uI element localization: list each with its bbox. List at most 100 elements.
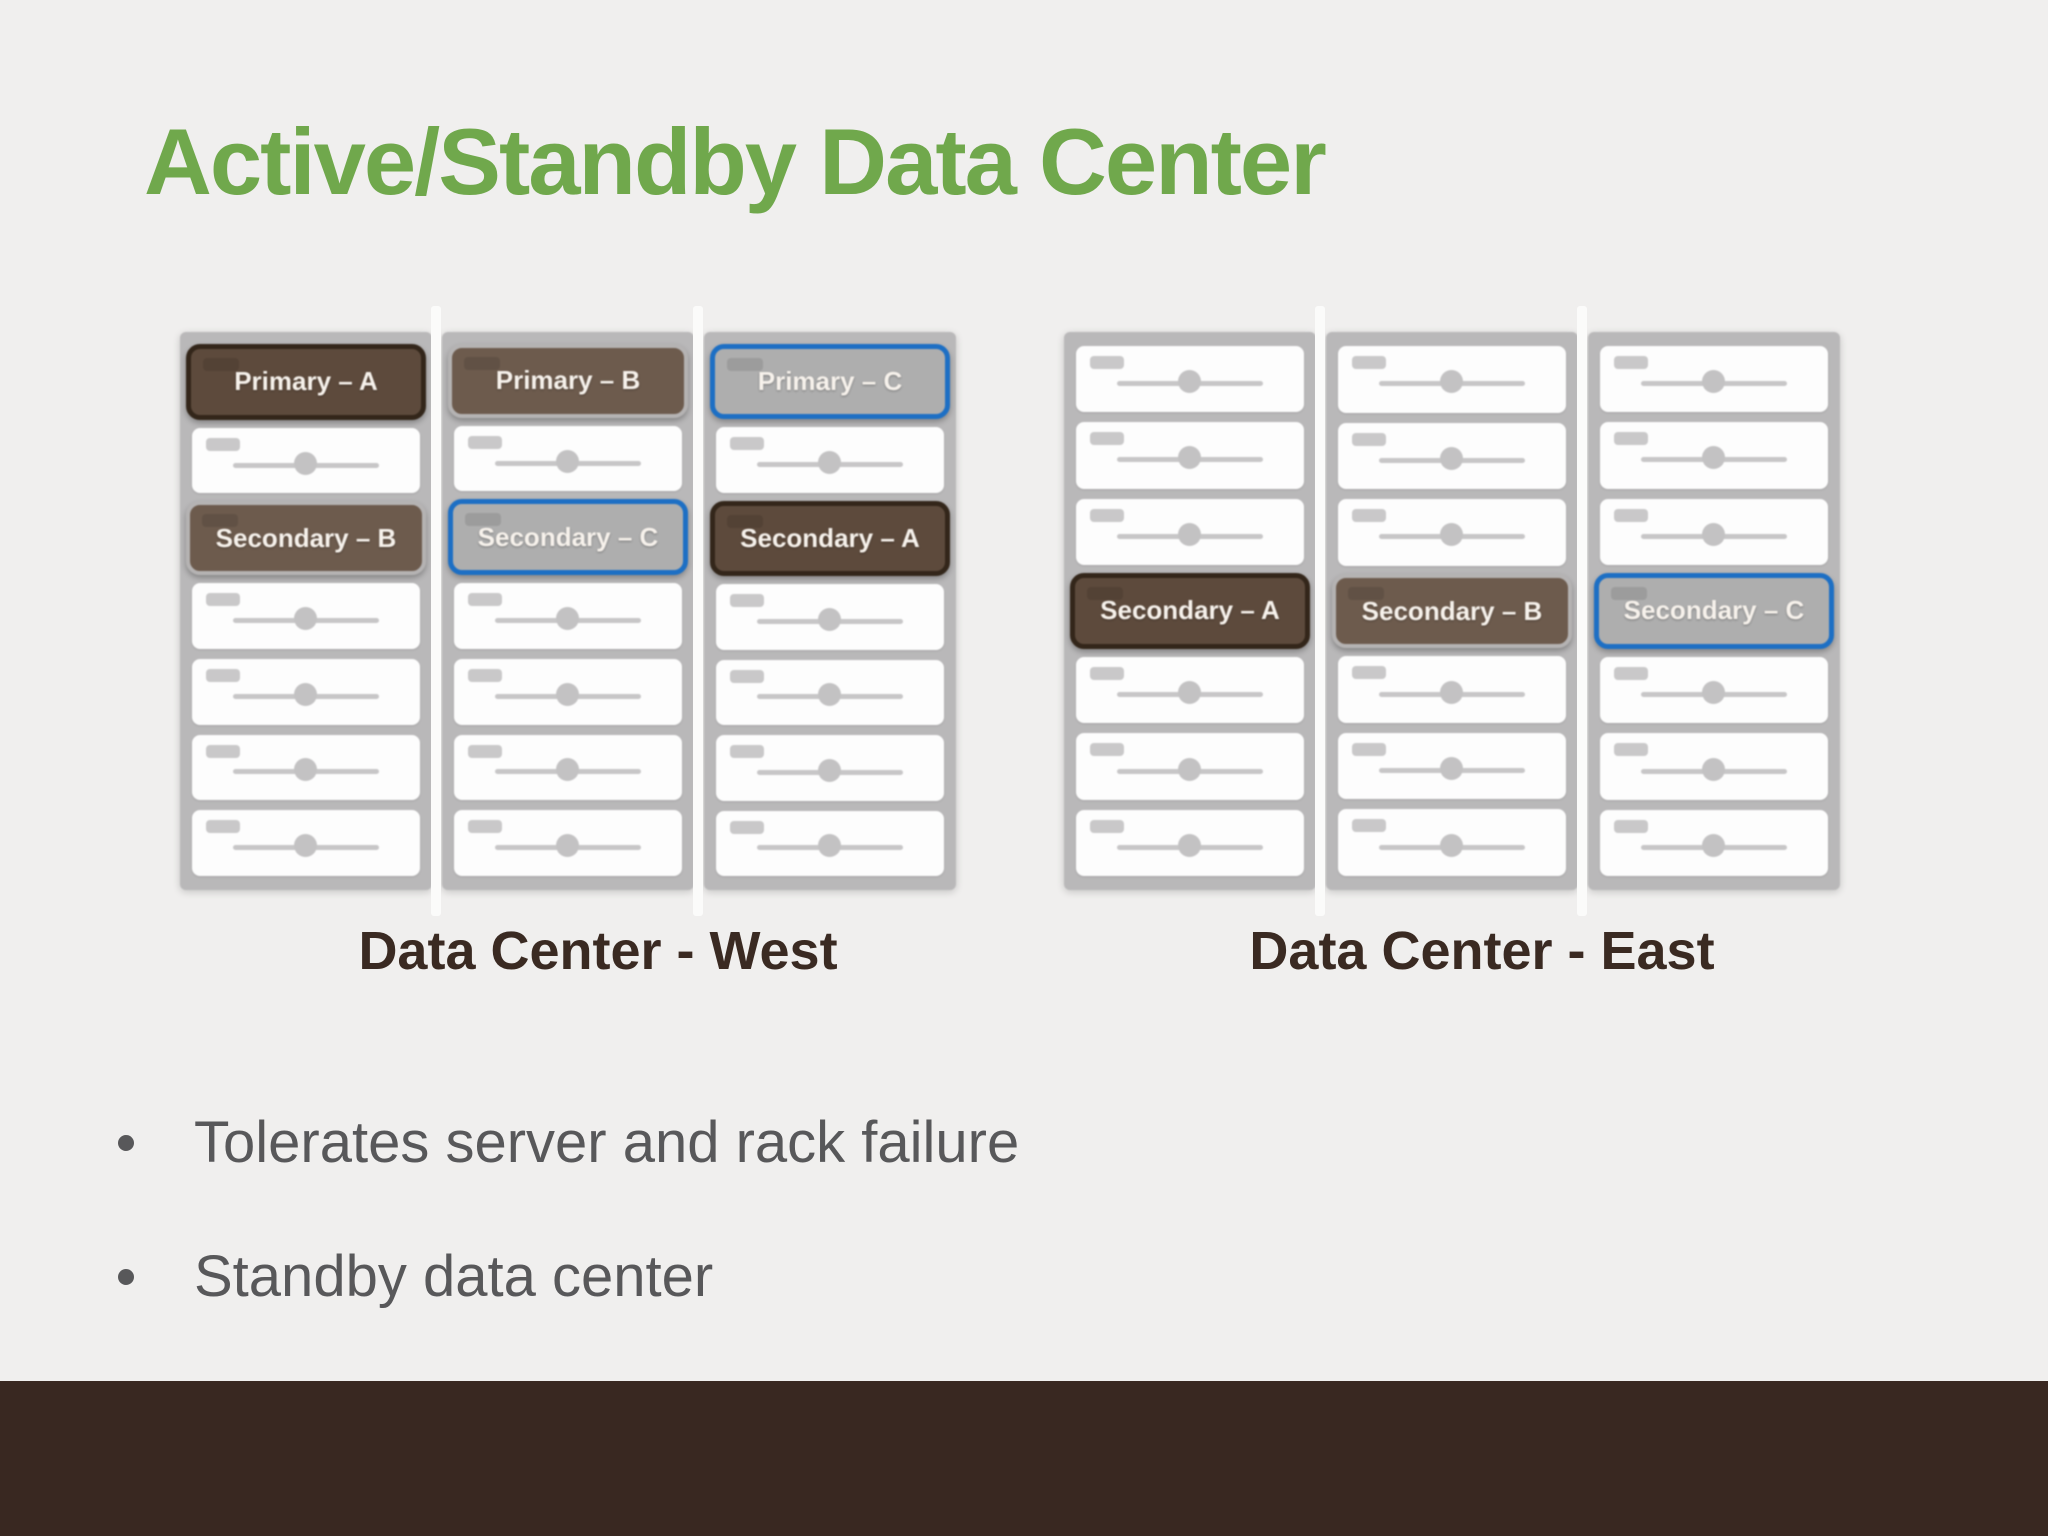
slider-knob-icon bbox=[1702, 833, 1725, 857]
led-icon bbox=[206, 668, 240, 682]
bullet-item: Tolerates server and rack failure bbox=[104, 1108, 1019, 1178]
server-unit bbox=[1076, 809, 1304, 876]
server-unit bbox=[192, 658, 420, 725]
slider-knob-icon bbox=[294, 451, 317, 475]
server-unit bbox=[192, 583, 420, 649]
node-label: Primary – C bbox=[757, 366, 903, 397]
server-unit bbox=[716, 584, 944, 650]
bullet-text: Standby data center bbox=[194, 1243, 714, 1309]
server-unit bbox=[716, 659, 944, 726]
led-icon bbox=[1090, 508, 1124, 522]
server-unit bbox=[192, 427, 420, 494]
led-icon bbox=[730, 437, 764, 451]
server-unit bbox=[1076, 657, 1304, 724]
server-unit bbox=[1338, 809, 1566, 877]
server-unit bbox=[1338, 732, 1566, 800]
led-icon bbox=[206, 593, 240, 607]
slider-knob-icon bbox=[294, 682, 317, 706]
server-unit bbox=[1600, 657, 1828, 724]
led-icon bbox=[730, 669, 764, 683]
node-box: Secondary – B bbox=[186, 501, 426, 576]
server-unit bbox=[1338, 499, 1566, 566]
node-box: Secondary – A bbox=[1070, 572, 1310, 650]
server-unit bbox=[454, 658, 682, 725]
slider-knob-icon bbox=[1440, 680, 1463, 704]
server-unit bbox=[1076, 346, 1304, 413]
led-icon bbox=[468, 593, 502, 607]
node-label: Primary – B bbox=[495, 365, 641, 396]
slider-knob-icon bbox=[1178, 522, 1201, 546]
led-icon bbox=[730, 745, 764, 759]
footer-bar bbox=[0, 1381, 2048, 1536]
server-unit bbox=[716, 427, 944, 493]
slider-knob-icon bbox=[818, 758, 841, 782]
slider-knob-icon bbox=[1178, 446, 1201, 470]
led-icon bbox=[730, 594, 764, 608]
server-unit bbox=[1600, 498, 1828, 565]
server-rack: Primary – A Secondary – B bbox=[180, 332, 432, 890]
datacenter-east-caption: Data Center - East bbox=[1249, 921, 1715, 981]
led-icon bbox=[1352, 509, 1386, 523]
slider-knob-icon bbox=[1702, 522, 1725, 546]
slider-knob-icon bbox=[556, 682, 579, 706]
slider-knob-icon bbox=[556, 449, 579, 473]
server-unit bbox=[454, 583, 682, 649]
led-icon bbox=[1614, 819, 1648, 833]
led-icon bbox=[1352, 666, 1386, 680]
slider-knob-icon bbox=[1440, 446, 1463, 470]
datacenter-west-racks: Primary – A Secondary – B Primary – B Secon… bbox=[180, 332, 956, 890]
led-icon bbox=[468, 744, 502, 758]
slider-knob-icon bbox=[294, 758, 317, 782]
led-icon bbox=[206, 820, 240, 834]
server-rack: Secondary – B bbox=[1326, 332, 1578, 890]
server-unit bbox=[1338, 656, 1566, 723]
led-icon bbox=[203, 358, 239, 371]
led-icon bbox=[1352, 742, 1386, 756]
led-icon bbox=[206, 437, 240, 451]
server-unit bbox=[1600, 809, 1828, 876]
led-icon bbox=[1614, 432, 1648, 446]
led-icon bbox=[1090, 819, 1124, 833]
datacenter-west-diagram: Primary – A Secondary – B Primary – B Secon… bbox=[180, 306, 956, 916]
node-box: Secondary – B bbox=[1332, 573, 1572, 649]
led-icon bbox=[1614, 508, 1648, 522]
led-icon bbox=[1090, 743, 1124, 757]
led-icon bbox=[1348, 586, 1384, 600]
led-icon bbox=[468, 435, 502, 449]
slider-knob-icon bbox=[1440, 833, 1463, 857]
led-icon bbox=[1352, 819, 1386, 833]
rack-separator-line bbox=[1315, 306, 1325, 916]
slider-knob-icon bbox=[1440, 370, 1463, 394]
node-label: Secondary – B bbox=[215, 522, 397, 553]
rack-separator-line bbox=[431, 306, 441, 916]
node-label: Secondary – A bbox=[1100, 595, 1280, 626]
led-icon bbox=[202, 514, 238, 528]
node-box: Secondary – C bbox=[448, 499, 688, 576]
server-unit bbox=[1076, 498, 1304, 565]
led-icon bbox=[1352, 432, 1386, 446]
node-label: Primary – A bbox=[234, 366, 378, 397]
slider-knob-icon bbox=[1178, 757, 1201, 781]
server-unit bbox=[454, 734, 682, 801]
led-icon bbox=[1614, 743, 1648, 757]
node-box: Primary – C bbox=[710, 344, 950, 420]
led-icon bbox=[1090, 667, 1124, 681]
slider-knob-icon bbox=[1702, 757, 1725, 781]
bullet-dot-icon bbox=[118, 1268, 134, 1285]
led-icon bbox=[727, 514, 763, 528]
rack-separator-line bbox=[1577, 306, 1587, 916]
server-rack: Secondary – C bbox=[1588, 332, 1840, 890]
node-box: Primary – A bbox=[186, 344, 426, 420]
slider-knob-icon bbox=[818, 607, 841, 631]
server-unit bbox=[454, 810, 682, 877]
datacenter-west-caption: Data Center - West bbox=[358, 921, 838, 981]
led-icon bbox=[730, 820, 764, 834]
slider-knob-icon bbox=[294, 834, 317, 858]
server-rack: Secondary – A bbox=[1064, 332, 1316, 890]
bullet-item: Standby data center bbox=[104, 1242, 1019, 1312]
slider-knob-icon bbox=[294, 607, 317, 631]
slider-knob-icon bbox=[818, 451, 841, 475]
server-unit bbox=[1076, 733, 1304, 800]
slider-knob-icon bbox=[1440, 523, 1463, 547]
